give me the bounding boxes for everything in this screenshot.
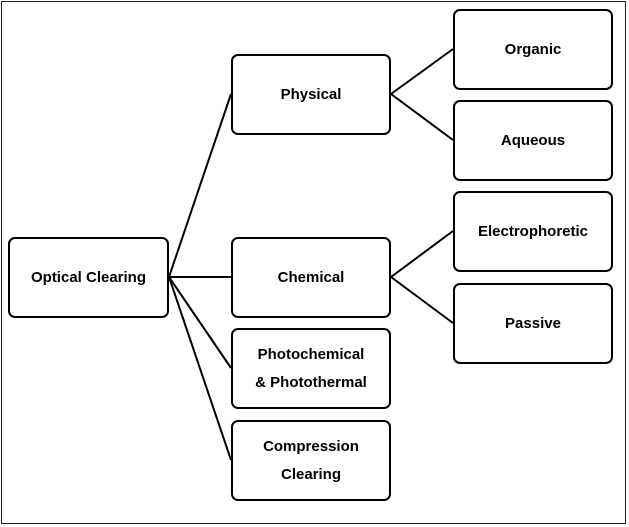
node-compression-clearing: Compression Clearing bbox=[231, 420, 391, 501]
node-optical-clearing: Optical Clearing bbox=[8, 237, 169, 318]
node-chemical: Chemical bbox=[231, 237, 391, 318]
edge-root-photochemical bbox=[168, 276, 232, 369]
edge-physical-aqueous bbox=[390, 93, 454, 141]
node-photochemical-photothermal: Photochemical & Photothermal bbox=[231, 328, 391, 409]
node-label: Physical bbox=[280, 85, 342, 103]
node-physical: Physical bbox=[231, 54, 391, 135]
node-label: Passive bbox=[505, 314, 561, 332]
edge-root-physical bbox=[168, 93, 232, 278]
node-organic: Organic bbox=[453, 9, 613, 90]
node-label-line-2: Clearing bbox=[280, 465, 341, 483]
node-electrophoretic: Electrophoretic bbox=[453, 191, 613, 272]
edge-root-compression bbox=[168, 276, 232, 461]
node-label: Chemical bbox=[277, 268, 345, 286]
node-label: Organic bbox=[504, 40, 562, 58]
edge-physical-organic bbox=[390, 48, 454, 95]
edge-chemical-electrophoretic bbox=[390, 230, 454, 278]
node-aqueous: Aqueous bbox=[453, 100, 613, 181]
node-label-line-1: Photochemical bbox=[257, 345, 365, 363]
node-label: Optical Clearing bbox=[30, 268, 147, 286]
node-passive: Passive bbox=[453, 283, 613, 364]
node-label-line-2: & Photothermal bbox=[255, 373, 367, 391]
edge-chemical-passive bbox=[390, 276, 454, 324]
node-label-line-1: Compression bbox=[263, 437, 359, 455]
node-label: Electrophoretic bbox=[477, 222, 589, 240]
node-label: Aqueous bbox=[500, 131, 566, 149]
